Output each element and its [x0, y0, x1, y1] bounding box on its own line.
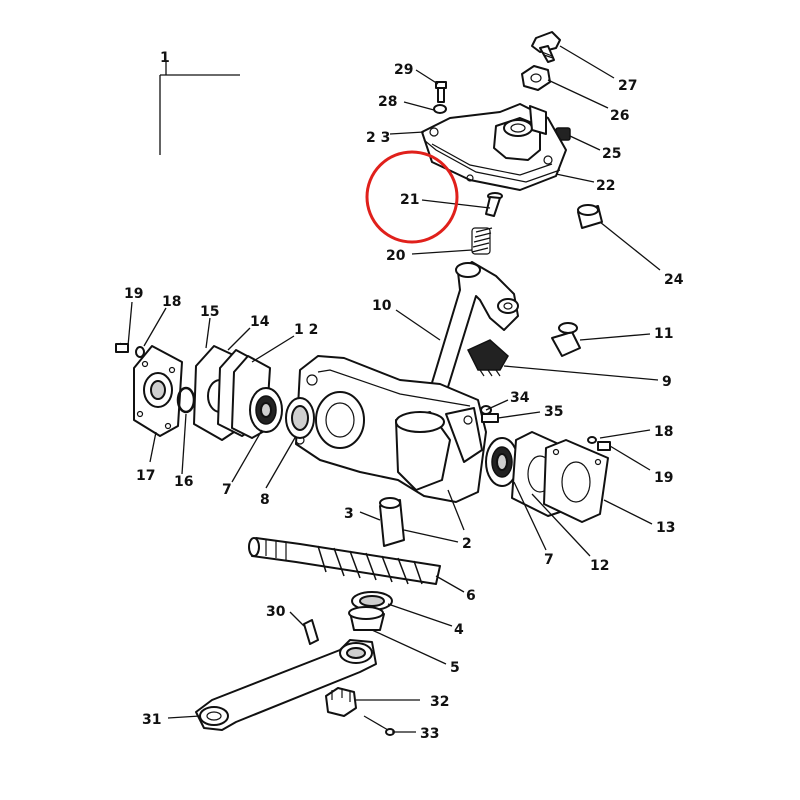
- callout-33: 33: [420, 726, 439, 742]
- spring-20: [471, 227, 493, 255]
- screw-19-right: [597, 441, 611, 451]
- callout-3: 3: [344, 506, 354, 522]
- callout-35: 35: [544, 404, 563, 420]
- callout-12-left: 1 2: [294, 322, 318, 338]
- callout-10: 10: [372, 298, 392, 314]
- rocker-shaft-10: [427, 261, 519, 401]
- castle-nut-32: [325, 687, 357, 717]
- callout-27: 27: [618, 78, 637, 94]
- bush-24: [577, 204, 603, 229]
- callout-2: 2: [462, 536, 472, 552]
- split-pin-33: [363, 715, 395, 736]
- callout-24: 24: [664, 272, 684, 288]
- callout-31: 31: [142, 712, 161, 728]
- callout-18-left: 18: [162, 294, 181, 310]
- callout-30: 30: [266, 604, 286, 620]
- washer-28: [433, 104, 447, 114]
- bearing-cup-5: [348, 606, 385, 631]
- callout-4: 4: [454, 622, 464, 638]
- end-plate-17: [133, 345, 183, 437]
- callout-23: 2 3: [366, 130, 390, 146]
- screw-35: [481, 413, 499, 423]
- callout-22: 22: [596, 178, 615, 194]
- callout-labels: 1 29 27 28 26 2 3 25 22 21 20 24 19 18 1…: [124, 50, 684, 742]
- bearing-cup-8: [285, 397, 315, 439]
- washer-18-left: [135, 346, 145, 358]
- callout-16: 16: [174, 474, 193, 490]
- end-plate-13: [543, 439, 609, 523]
- callout-1: 1: [160, 50, 170, 66]
- assembly-bracket: [159, 62, 240, 155]
- steering-box-casing-2: [295, 355, 487, 503]
- callout-17: 17: [136, 468, 155, 484]
- bearing-7-right: [485, 437, 519, 487]
- callout-14: 14: [250, 314, 270, 330]
- washer-18-right: [587, 436, 597, 444]
- callout-7-left: 7: [222, 482, 232, 498]
- bush-3: [379, 497, 405, 547]
- screw-29: [435, 81, 447, 103]
- callout-18-right: 18: [654, 424, 673, 440]
- seal-4: [351, 591, 393, 611]
- callout-34: 34: [510, 390, 530, 406]
- bearing-7-left: [249, 387, 283, 433]
- pin-30: [303, 619, 319, 645]
- pin-21: [485, 192, 503, 217]
- callout-5: 5: [450, 660, 460, 676]
- callout-19-left: 19: [124, 286, 143, 302]
- callout-12-right: 12: [590, 558, 609, 574]
- callout-20: 20: [386, 248, 406, 264]
- bolt-27: [531, 31, 561, 63]
- callout-9: 9: [662, 374, 672, 390]
- callout-28: 28: [378, 94, 397, 110]
- callout-8: 8: [260, 492, 270, 508]
- top-cover-22: [421, 103, 567, 191]
- leader-lines: [127, 45, 661, 733]
- worm-shaft-6: [248, 537, 441, 585]
- callout-7-right: 7: [544, 552, 554, 568]
- callout-25: 25: [602, 146, 621, 162]
- nut-26: [521, 65, 551, 91]
- plunger-11: [551, 322, 581, 357]
- callout-21: 21: [400, 192, 419, 208]
- callout-15: 15: [200, 304, 219, 320]
- gasket-23: [423, 139, 561, 183]
- callout-19-right: 19: [654, 470, 673, 486]
- callout-6: 6: [466, 588, 476, 604]
- drop-arm-31: [195, 639, 377, 731]
- callout-29: 29: [394, 62, 413, 78]
- highlight-circle-part-21: [365, 150, 459, 244]
- callout-32: 32: [430, 694, 449, 710]
- callout-26: 26: [610, 108, 629, 124]
- callout-13: 13: [656, 520, 675, 536]
- callout-11: 11: [654, 326, 673, 342]
- roller-9: [466, 339, 509, 377]
- screw-19-left: [115, 342, 129, 353]
